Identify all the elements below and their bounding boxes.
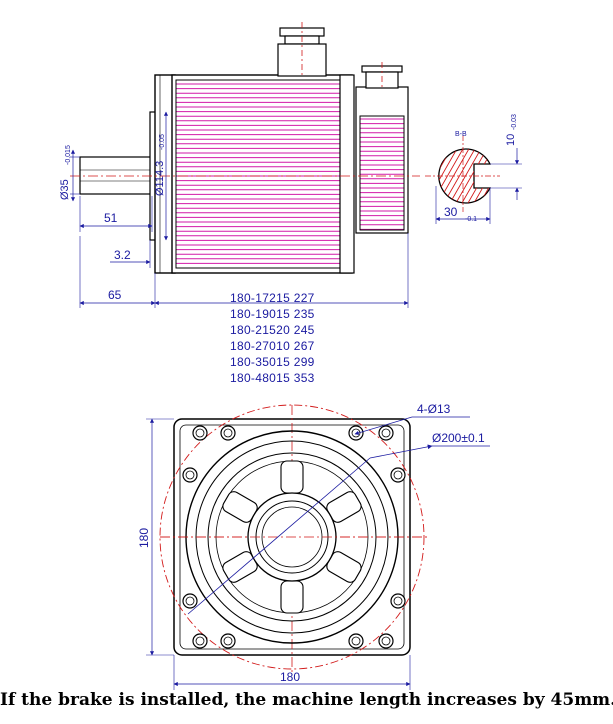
power-connector [277,22,327,77]
model-length-row: 180-35015 299 [230,355,315,369]
mounting-holes [182,425,406,649]
shaft-length-label: 51 [104,211,118,225]
side-view: Ø35 -0.015 Ø114.3 -0.05 51 3.2 65 180-17… [59,22,420,385]
pcd-circle [159,404,425,670]
shaft-diameter-tolerance: -0.015 [65,145,72,165]
model-length-row: 180-19015 235 [230,307,315,321]
flange-offset-label: 3.2 [114,248,131,262]
shaft-diameter-label: Ø35 [59,179,71,200]
encoder-fins [360,118,404,230]
flange-length-label: 65 [108,288,122,302]
encoder-connector [361,62,403,90]
section-label: B-B [455,131,467,138]
holes-label: 4-Ø13 [417,402,451,416]
keyway-depth-label: 10 [505,134,517,146]
housing-windows [222,460,362,614]
model-length-row: 180-21520 245 [230,323,315,337]
model-length-row: 180-27010 267 [230,339,315,353]
cooling-fins [176,83,340,269]
pcd-label: Ø200±0.1 [432,431,485,445]
model-length-row: 180-17215 227 [230,291,315,305]
motor-drawing: Ø35 -0.015 Ø114.3 -0.05 51 3.2 65 180-17… [59,22,522,690]
brake-footnote: If the brake is installed, the machine l… [0,690,613,710]
height-label: 180 [137,528,151,548]
width-label: 180 [280,670,300,684]
front-view: Ø200±0.1 4-Ø13 180 180 [137,402,490,690]
model-length-table: 180-17215 227 180-19015 235 180-21520 245 1… [230,291,315,385]
motor-shaft [79,156,153,195]
keyway-depth-tolerance: -0.03 [511,114,518,130]
motor-housing [171,74,353,274]
key-height-tolerance: -0.1 [465,216,477,223]
pilot-diameter-label: Ø114.3 [154,161,166,196]
motor-rear-cap [339,74,355,274]
key-height-label: 30 [444,205,458,219]
model-length-row: 180-48015 353 [230,371,315,385]
pilot-diameter-tolerance: -0.05 [159,134,166,150]
